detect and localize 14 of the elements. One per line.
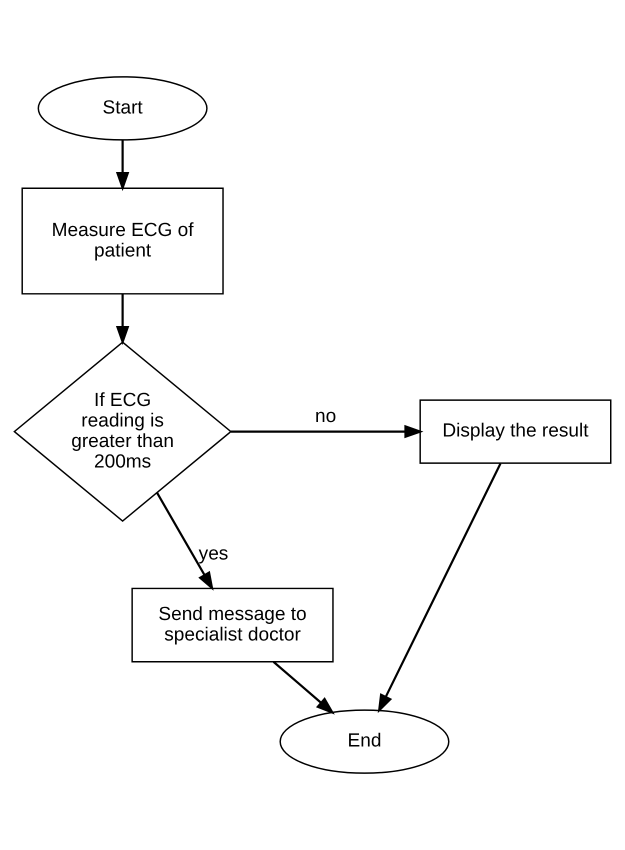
- node-box: Display the result: [419, 399, 612, 464]
- arrow: [116, 140, 130, 192]
- arrow: [156, 492, 214, 591]
- edge-label: no: [314, 406, 336, 427]
- arrow: [378, 463, 502, 714]
- node-diamond: If ECG reading is greater than 200ms: [13, 341, 232, 522]
- node-box: Measure ECG of patient: [21, 188, 224, 295]
- arrow: [231, 424, 424, 438]
- node-ellipse: Start: [38, 76, 208, 141]
- arrow: [272, 661, 335, 715]
- node-ellipse: End: [279, 709, 450, 774]
- edge-label: yes: [198, 544, 228, 565]
- arrow: [116, 294, 130, 346]
- node-box: Send message to specialist doctor: [131, 588, 334, 662]
